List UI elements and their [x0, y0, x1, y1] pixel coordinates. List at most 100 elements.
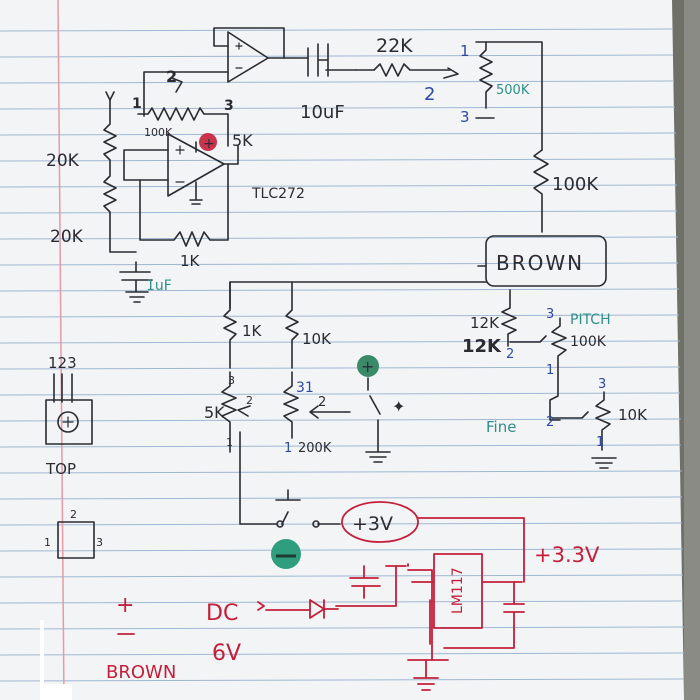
- pkg-pin-numbers: 123: [48, 354, 77, 372]
- pitch-pot-value: 100K: [570, 334, 607, 350]
- pitch-pin1: 1: [546, 363, 554, 378]
- opamp-part-label: TLC272: [251, 186, 305, 202]
- fine-pin1: 1: [596, 435, 604, 450]
- pot500k-pin3: 3: [460, 108, 470, 126]
- pkg-top-label: TOP: [45, 460, 76, 478]
- resistor-100k-right: [533, 149, 549, 233]
- margin-line: [57, 0, 65, 700]
- dc-voltage-label: 6V: [212, 641, 241, 666]
- potentiometer-100k-small: [137, 77, 229, 147]
- pos-supply-icon: [199, 133, 217, 151]
- regulator-label: LM117: [450, 567, 466, 614]
- pot100k-pin2: 2: [166, 67, 177, 86]
- pot5k-pin2: 2: [246, 394, 253, 407]
- plus-3v-oval: [341, 501, 419, 543]
- resistor-22k-label: 22K: [376, 35, 413, 57]
- plus-terminal-icon: [357, 355, 379, 377]
- pkg-pin2: 2: [70, 508, 77, 521]
- resistor-100k-right-label: 100K: [552, 174, 599, 195]
- pitch-label: PITCH: [570, 312, 611, 328]
- pkg-pin3: 3: [96, 536, 103, 549]
- potentiometer-100k-pitch: [549, 317, 567, 421]
- resistor-1k-feedback-label: 1K: [180, 252, 201, 270]
- notebook-paper: [0, 0, 684, 700]
- pitch-pin3: 3: [546, 307, 554, 322]
- red-wire-3v: [417, 517, 525, 583]
- cap-1uf-label: 1uF: [146, 278, 172, 294]
- opamp-tlc272: [123, 133, 239, 205]
- input-capacitor: [349, 563, 409, 599]
- switch-minus-mark: ✦: [392, 397, 405, 416]
- brown-module-box: [485, 235, 607, 287]
- capacitor-1uf: [119, 261, 153, 303]
- pitch-pin2: 2: [506, 347, 514, 362]
- pot-package-top-view: 123 TOP: [45, 354, 93, 478]
- red-ground: [335, 565, 439, 691]
- pot5k-pin3: 3: [228, 374, 235, 387]
- cap-10uf-label: 10uF: [300, 102, 345, 123]
- photo-artifact: [40, 620, 44, 700]
- pot200k-pin31: 31: [296, 380, 314, 396]
- resistor-1k-feedback: [139, 163, 229, 247]
- regulator-wiring: [407, 569, 523, 661]
- fine-wiper: [551, 411, 589, 419]
- potentiometer-200k: [283, 371, 299, 439]
- pot500k-pin1: 1: [460, 42, 470, 60]
- potentiometer-5k-mid: [221, 371, 237, 453]
- resistor-12k-struck-label: 12K: [470, 314, 500, 332]
- fine-label: Fine: [486, 418, 516, 436]
- plus-3v-label: +3V: [352, 513, 393, 535]
- pot200k-pin2: 2: [318, 395, 326, 410]
- potentiometer-500k: [475, 41, 543, 151]
- opamp-buffer-top: [143, 27, 309, 117]
- ruled-lines: [0, 28, 685, 682]
- pot100k-pin3: 3: [224, 98, 234, 114]
- brown-module-label: BROWN: [496, 251, 584, 275]
- resistor-1k-mid-label: 1K: [242, 322, 263, 340]
- resistor-12k-label: 12K: [462, 336, 502, 357]
- wiper-arrow-top: [443, 67, 459, 79]
- resistor-22k: [373, 63, 451, 77]
- pot100k-value: 100K: [144, 126, 173, 139]
- photo-artifact-corner: [40, 684, 72, 700]
- pot100k-pin1: 1: [132, 96, 142, 112]
- dc-input-diode: [257, 599, 339, 619]
- pot200k-wiper: [309, 405, 347, 419]
- minus-terminal-icon: [271, 539, 301, 569]
- pot5k-wiper: [237, 405, 251, 417]
- dc-label: DC: [206, 601, 238, 626]
- resistor-10k-mid: [285, 281, 299, 369]
- regulator-lm117: [433, 553, 483, 629]
- pot-package-pinout: 2 1 3: [44, 508, 103, 559]
- fine-pin2: 2: [546, 415, 554, 430]
- pot200k-pin1: 1: [284, 441, 292, 456]
- pitch-wiper: [509, 335, 547, 343]
- switch-plus: [345, 377, 391, 463]
- output-capacitor: [443, 581, 525, 649]
- pot-5k-top-label: 5K: [232, 131, 253, 150]
- pkg-pin1: 1: [44, 536, 51, 549]
- voltage-divider-20k: [103, 99, 137, 253]
- resistor-10k-mid-label: 10K: [302, 330, 332, 348]
- pot5k-pin1: 1: [226, 436, 233, 449]
- resistor-12k: [501, 289, 517, 347]
- resistor-20k-top-label: 20K: [46, 151, 80, 171]
- coupling-capacitor: [307, 43, 375, 77]
- resistor-20k-bottom-label: 20K: [50, 227, 84, 247]
- pushbutton-contact-right: [312, 520, 320, 528]
- pot200k-label: 200K: [298, 441, 332, 456]
- pot500k-value: 500K: [496, 83, 530, 98]
- fine-pot-value: 10K: [618, 406, 648, 424]
- plus-terminal-symbol: +: [361, 357, 374, 376]
- pot5k-mid-label: 5K: [204, 403, 225, 422]
- potentiometer-10k-fine: [591, 391, 617, 469]
- pushbutton-wire: [239, 431, 341, 525]
- pos-supply-symbol: +: [203, 136, 215, 152]
- note-plus-sign: +: [116, 593, 134, 618]
- note-brown-label: BROWN: [106, 662, 176, 683]
- paper-edge-shadow: [684, 0, 700, 700]
- pot500k-pin2: 2: [424, 84, 435, 105]
- fine-pin3: 3: [598, 377, 606, 392]
- pushbutton-contact-left: [276, 520, 284, 528]
